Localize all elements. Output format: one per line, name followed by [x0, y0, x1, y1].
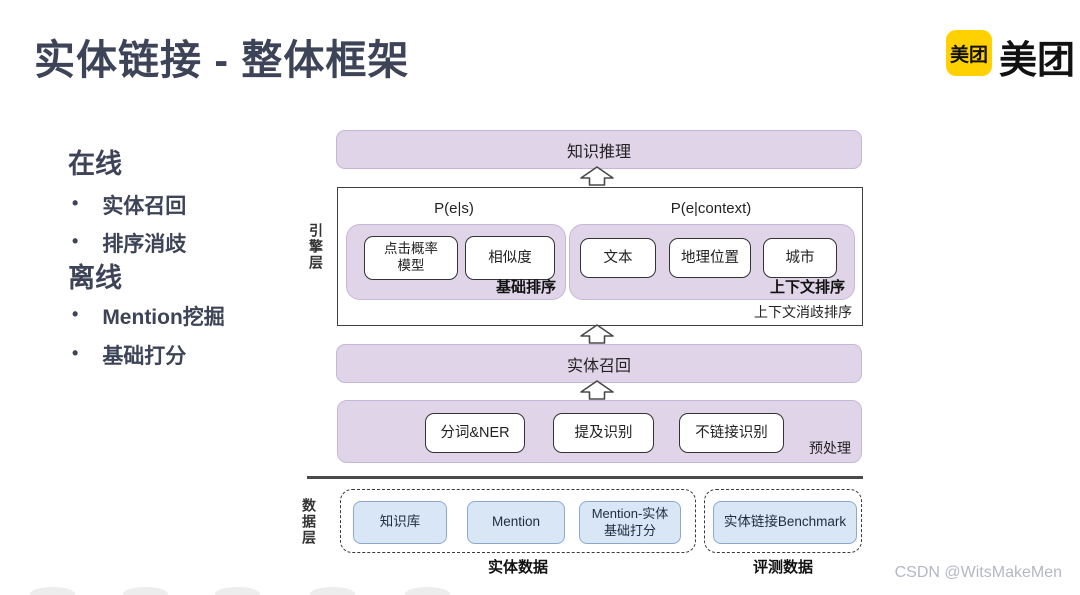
group-title-pes: P(e|s): [434, 200, 474, 217]
base-ranking-group: 点击概率 模型 相似度 基础排序: [346, 224, 566, 300]
bullet-icon: •: [72, 193, 79, 213]
sidebar-heading-offline: 离线: [68, 263, 122, 293]
knowledge-base-box: 知识库: [353, 501, 447, 544]
entity-recall-bar: 实体召回: [336, 344, 862, 383]
click-probability-model-box: 点击概率 模型: [364, 236, 458, 280]
engine-layer-box: P(e|s) P(e|context) 点击概率 模型 相似度 基础排序 文本 …: [337, 187, 863, 326]
knowledge-reasoning-bar: 知识推理: [336, 130, 862, 169]
group-title-pecontext: P(e|context): [670, 200, 752, 217]
engine-layer-label: 引擎层: [308, 223, 324, 271]
base-ranking-caption: 基础排序: [495, 279, 556, 296]
nil-detection-box: 不链接识别: [679, 413, 784, 453]
meituan-logo-icon: 美团: [946, 30, 992, 76]
sidebar-item-rank-disambiguation: • 排序消歧: [72, 228, 186, 258]
sidebar-item-base-scoring: • 基础打分: [72, 340, 186, 370]
bullet-icon: •: [72, 304, 79, 324]
bottom-dot: [310, 587, 355, 595]
up-arrow-icon: [580, 380, 614, 400]
mention-box: Mention: [467, 501, 565, 544]
meituan-brand-text: 美团: [999, 40, 1076, 82]
bullet-icon: •: [72, 343, 79, 363]
context-ranking-caption: 上下文排序: [769, 279, 845, 296]
page-title: 实体链接 - 整体框架: [34, 37, 410, 83]
meituan-logo-badge-text: 美团: [949, 44, 988, 66]
evaluation-data-caption: 评测数据: [752, 559, 813, 576]
sidebar-item-mention-mining: • Mention挖掘: [72, 301, 225, 331]
evaluation-data-group: 实体链接Benchmark: [704, 489, 862, 553]
sidebar-item-label: 实体召回: [102, 195, 187, 218]
bottom-dot: [405, 587, 450, 595]
bottom-dot: [30, 587, 75, 595]
layer-divider: [307, 476, 863, 479]
sidebar-item-label: 排序消歧: [102, 233, 187, 256]
sidebar-item-entity-recall: • 实体召回: [72, 190, 186, 220]
context-ranking-group: 文本 地理位置 城市 上下文排序: [569, 224, 855, 300]
bottom-dot: [123, 587, 168, 595]
similarity-box: 相似度: [465, 236, 555, 280]
city-box: 城市: [763, 238, 837, 278]
up-arrow-icon: [580, 166, 614, 186]
mention-entity-score-box: Mention-实体 基础打分: [579, 501, 681, 544]
geolocation-box: 地理位置: [669, 238, 751, 278]
sidebar-heading-online: 在线: [68, 149, 122, 179]
data-layer-label: 数据层: [301, 498, 317, 546]
context-disambiguation-caption: 上下文消歧排序: [754, 304, 852, 320]
sidebar-item-label: 基础打分: [102, 345, 187, 368]
benchmark-box: 实体链接Benchmark: [713, 501, 857, 544]
entity-data-group: 知识库 Mention Mention-实体 基础打分: [340, 489, 696, 553]
preprocess-group: 分词&NER 提及识别 不链接识别 预处理: [337, 400, 862, 463]
watermark: CSDN @WitsMakeMen: [894, 564, 1062, 581]
bottom-dot: [215, 587, 260, 595]
up-arrow-icon: [580, 324, 614, 344]
mention-detection-box: 提及识别: [553, 413, 654, 453]
segmentation-ner-box: 分词&NER: [425, 413, 525, 453]
text-box: 文本: [580, 238, 656, 278]
bullet-icon: •: [72, 231, 79, 251]
sidebar-item-label: Mention挖掘: [102, 306, 225, 329]
entity-data-caption: 实体数据: [487, 559, 548, 576]
preprocess-caption: 预处理: [809, 440, 851, 456]
